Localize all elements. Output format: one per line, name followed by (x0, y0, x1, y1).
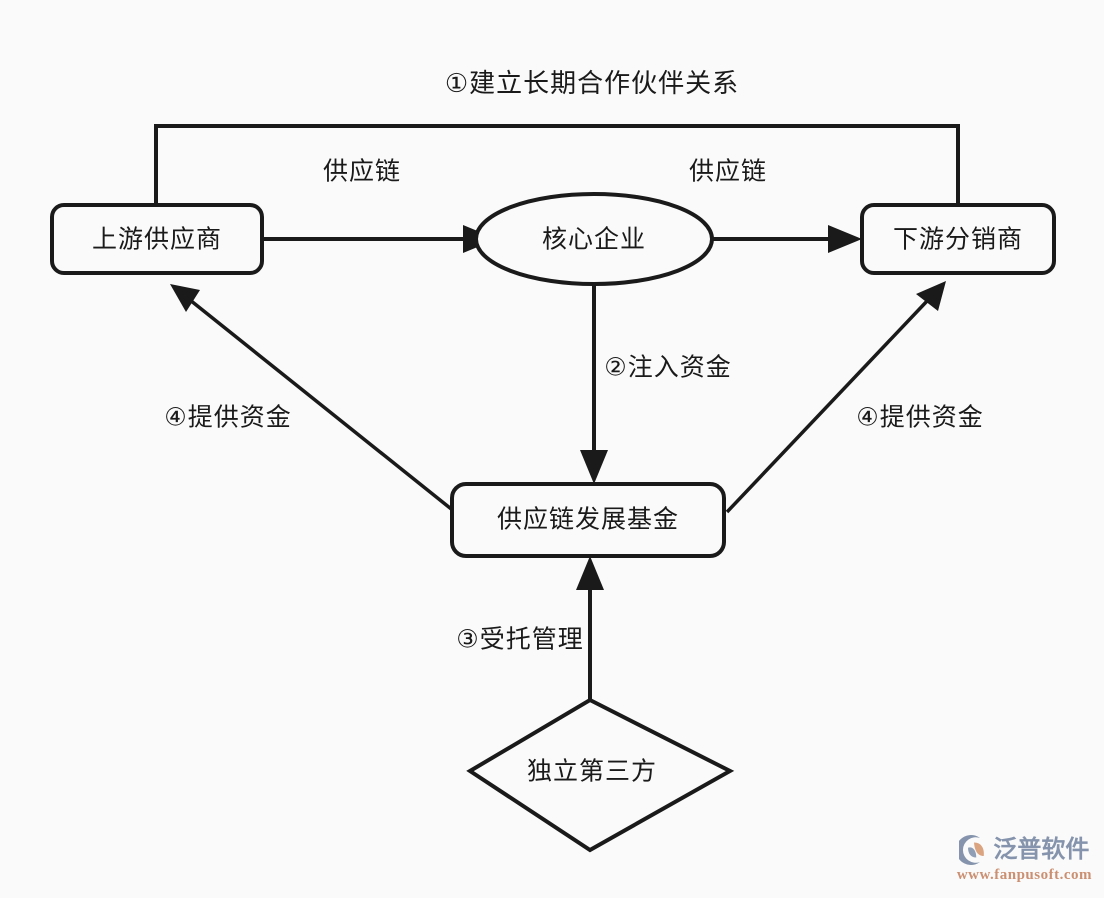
edge-label-upstream-to-core: 供应链 (323, 158, 401, 186)
node-core-enterprise[interactable]: 核心企业 (474, 192, 714, 286)
independent-third-party-diamond[interactable] (466, 697, 735, 853)
edge-label-core-to-fund: ②注入资金 (604, 354, 731, 382)
edge-fund-to-downstream (725, 281, 946, 514)
downstream-distributor-label: 下游分销商 (893, 226, 1023, 254)
edge-upstream-to-core (262, 225, 497, 253)
independent-third-party-label: 独立第三方 (527, 758, 657, 786)
core-enterprise-ellipse[interactable] (474, 192, 714, 286)
edge-core-to-downstream (712, 225, 862, 253)
node-upstream-supplier[interactable]: 上游供应商 (50, 203, 264, 275)
arrowhead-fund-to-downstream (916, 281, 946, 311)
edge-partnership-link (154, 124, 960, 205)
node-supply-chain-fund[interactable]: 供应链发展基金 (450, 482, 726, 558)
edge-core-to-fund (580, 284, 608, 484)
edge-fund-to-upstream (170, 284, 457, 514)
supply-chain-fund-box[interactable] (450, 482, 726, 558)
core-enterprise-label: 核心企业 (542, 226, 646, 254)
arrowhead-fund-to-upstream (170, 284, 200, 312)
edge-label-thirdparty-to-fund: ③受托管理 (456, 626, 583, 654)
node-downstream-distributor[interactable]: 下游分销商 (860, 203, 1056, 275)
upstream-supplier-label: 上游供应商 (92, 226, 222, 254)
arrowhead-thirdparty-to-fund (576, 556, 604, 590)
edge-label-fund-to-downstream: ④提供资金 (856, 404, 983, 432)
edge-label-partnership: ①建立长期合作伙伴关系 (445, 68, 739, 98)
edge-thirdparty-to-fund (576, 556, 604, 700)
node-independent-third-party[interactable]: 独立第三方 (466, 697, 735, 853)
edge-label-core-to-downstream: 供应链 (689, 158, 767, 186)
supply-chain-fund-label: 供应链发展基金 (497, 506, 679, 534)
arrowhead-core-to-downstream (828, 225, 862, 253)
edge-label-fund-to-upstream: ④提供资金 (164, 404, 291, 432)
upstream-supplier-box[interactable] (50, 203, 264, 275)
arrowhead-core-to-fund (580, 450, 608, 484)
downstream-distributor-box[interactable] (860, 203, 1056, 275)
